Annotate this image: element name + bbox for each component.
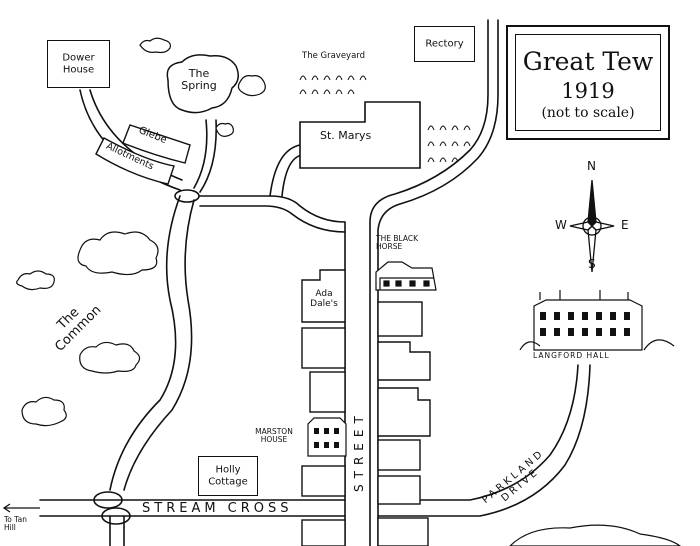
graveyard-label: The Graveyard	[302, 51, 366, 61]
st-marys-label: St. Marys	[320, 129, 372, 142]
holly-cottage-label: Holly Cottage	[208, 464, 248, 488]
tan-hill-label: To Tan Hill	[4, 515, 27, 533]
graveyard-trees	[299, 75, 471, 163]
map-title: Great Tew	[522, 47, 654, 76]
compass-rose	[569, 179, 615, 273]
map-scale-note: (not to scale)	[541, 105, 635, 121]
title-inner-frame	[515, 34, 661, 131]
marston-house-sketch	[307, 417, 347, 457]
street-houses	[301, 269, 431, 546]
ada-dales-label: Ada Dale's	[310, 289, 338, 309]
black-horse-sketch	[375, 261, 437, 291]
map-title-cartouche: Great Tew 1919 (not to scale)	[506, 25, 670, 140]
stream	[109, 195, 181, 491]
marston-house-label: MARSTON HOUSE	[255, 427, 293, 445]
stream-cross-label: STREAM CROSS	[142, 501, 293, 516]
spring-outline	[166, 54, 239, 114]
langford-hall-label: LANGFORD HALL	[533, 351, 610, 360]
compass-south: S	[588, 257, 596, 271]
langford-hall-sketch	[519, 290, 675, 351]
st-marys-building	[299, 101, 421, 169]
rectory: Rectory	[414, 26, 475, 62]
compass-north: N	[587, 159, 596, 173]
holly-cottage: Holly Cottage	[198, 456, 258, 496]
street-label: STREET	[352, 410, 366, 492]
dower-house: Dower House	[47, 40, 110, 88]
compass-west: W	[555, 218, 567, 232]
dower-house-label: Dower House	[62, 52, 95, 76]
spring-label: The Spring	[181, 67, 217, 93]
black-horse-label: THE BLACK HORSE	[376, 234, 418, 252]
north-road	[199, 195, 346, 546]
rectory-label: Rectory	[425, 38, 464, 50]
map-year: 1919	[561, 79, 615, 103]
compass-east: E	[621, 218, 629, 232]
tree-clumps	[16, 37, 681, 546]
